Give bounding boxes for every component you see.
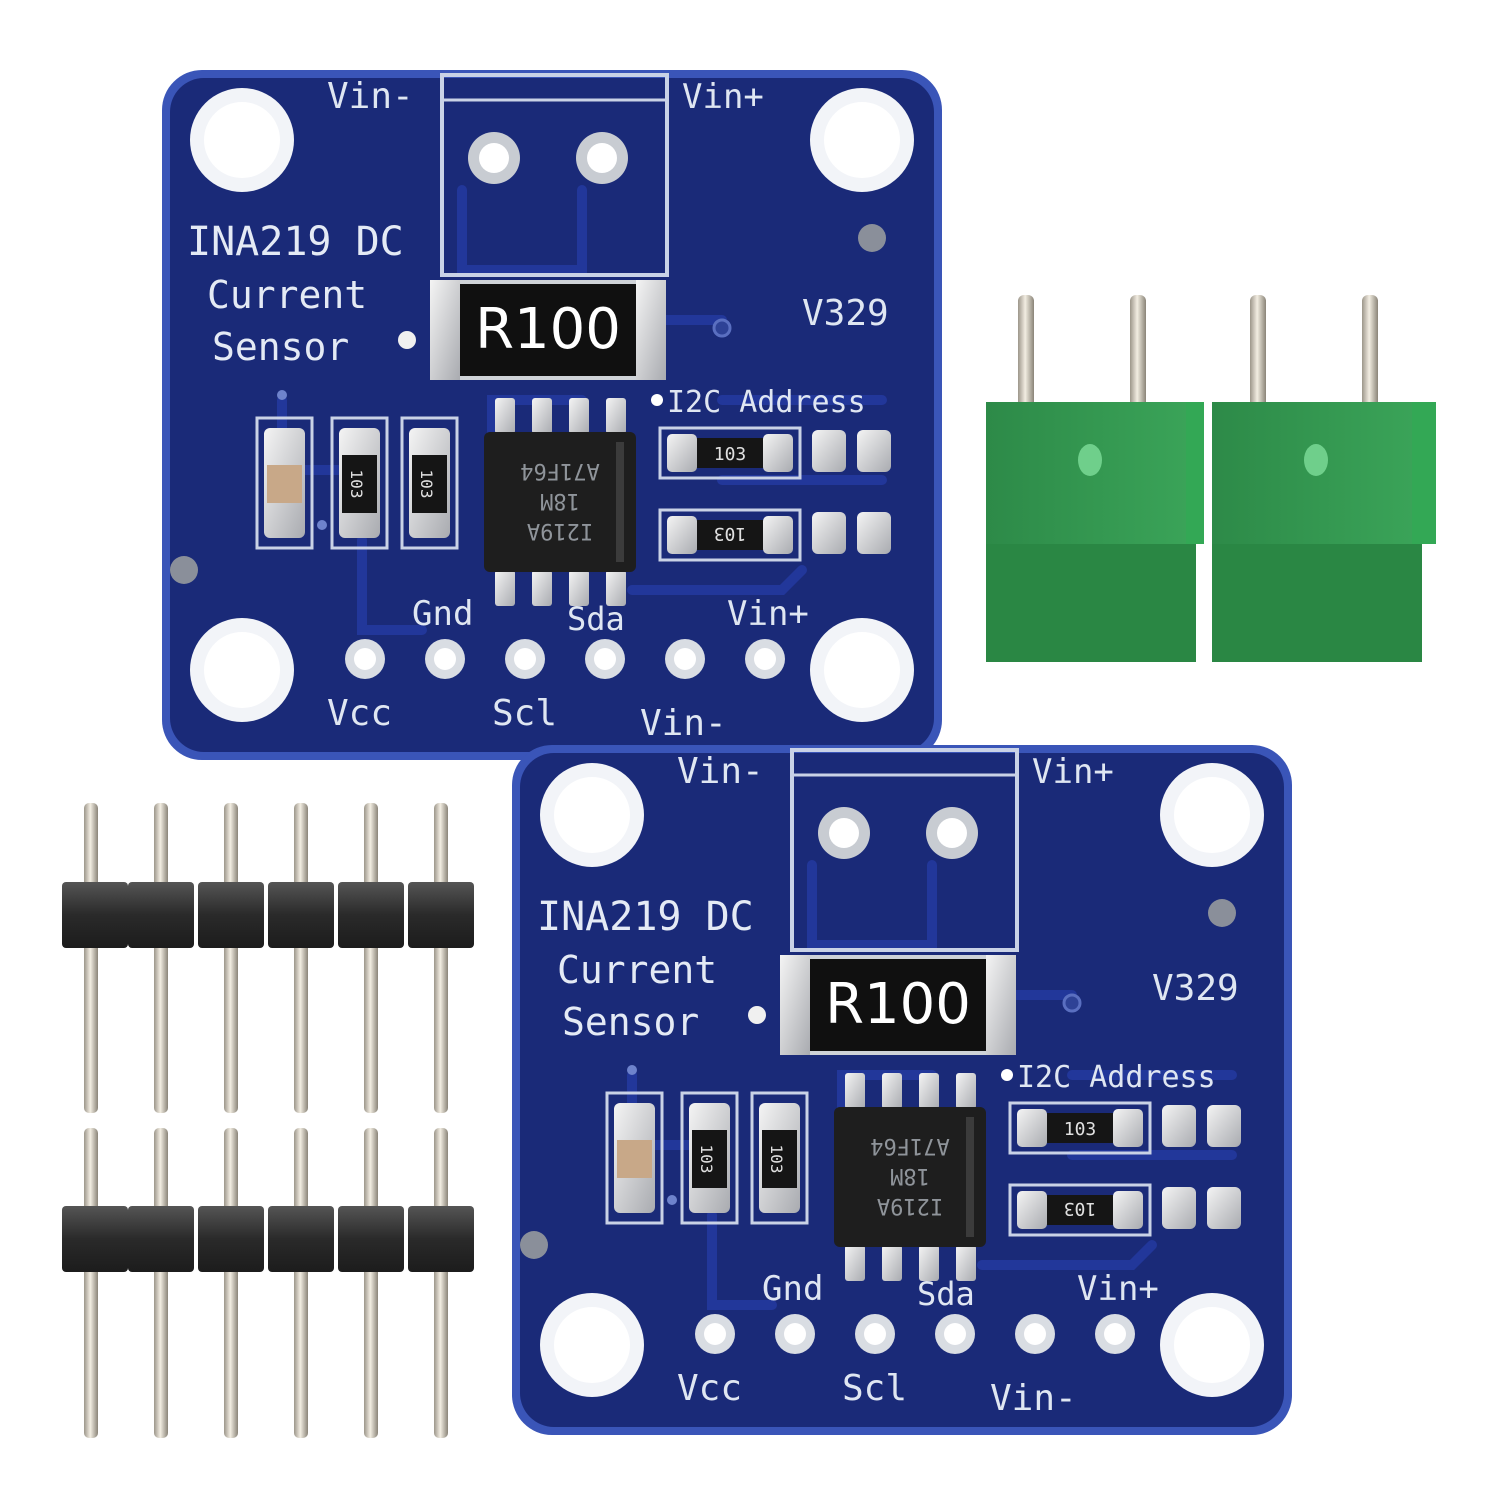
- terminal-block-2: [1212, 295, 1436, 662]
- ina219-board-1: Vin- Vin+ INA219 DC Current Sensor V329 …: [162, 70, 942, 760]
- terminal-block-1: [986, 295, 1204, 662]
- resistor-code-4: 103: [714, 523, 747, 544]
- pin-label-gnd: Gnd: [762, 1269, 823, 1309]
- vin-minus-top-label: Vin-: [677, 751, 764, 792]
- i2c-address-label: I2C Address: [1017, 1060, 1216, 1095]
- pin-label-scl: Scl: [492, 693, 557, 734]
- pin-label-vin-minus: Vin-: [990, 1378, 1077, 1419]
- pin-label-vin-plus: Vin+: [1077, 1269, 1159, 1309]
- resistor-code-1: 103: [347, 470, 366, 499]
- board-title-line3: Sensor: [212, 325, 349, 369]
- ic-marking-1: I219A: [527, 518, 593, 543]
- board-title-line1: INA219 DC: [187, 219, 404, 265]
- resistor-code-2: 103: [767, 1145, 786, 1174]
- resistor-code-3: 103: [1064, 1119, 1097, 1140]
- pin-label-scl: Scl: [842, 1368, 907, 1409]
- pin-label-vcc: Vcc: [677, 1368, 742, 1409]
- i2c-address-label: I2C Address: [667, 385, 866, 420]
- resistor-code-4: 103: [1064, 1198, 1097, 1219]
- board-title-line2: Current: [207, 273, 367, 317]
- ic-marking-2: 18M: [890, 1163, 930, 1188]
- vin-minus-top-label: Vin-: [327, 76, 414, 117]
- ic-marking-1: I219A: [877, 1193, 943, 1218]
- resistor-code-2: 103: [417, 470, 436, 499]
- pin-label-vin-plus: Vin+: [727, 594, 809, 634]
- ic-marking-3: A71F64: [520, 458, 599, 483]
- pin-label-vin-minus: Vin-: [640, 703, 727, 744]
- ina219-board-2: Vin- Vin+ INA219 DC Current Sensor V329 …: [512, 745, 1292, 1435]
- pin-label-gnd: Gnd: [412, 594, 473, 634]
- board-title-line1: INA219 DC: [537, 894, 754, 940]
- board-title-line3: Sensor: [562, 1000, 699, 1044]
- pin-label-vcc: Vcc: [327, 693, 392, 734]
- vin-plus-top-label: Vin+: [682, 77, 764, 117]
- ic-marking-2: 18M: [540, 488, 580, 513]
- board-title-line2: Current: [557, 948, 717, 992]
- resistor-code-1: 103: [697, 1145, 716, 1174]
- ic-marking-3: A71F64: [870, 1133, 949, 1158]
- resistor-code-3: 103: [714, 444, 747, 465]
- vin-plus-top-label: Vin+: [1032, 752, 1114, 792]
- pin-label-sda: Sda: [917, 1275, 975, 1313]
- shunt-resistor-label: R100: [475, 297, 621, 362]
- pin-label-sda: Sda: [567, 600, 625, 638]
- version-label: V329: [802, 293, 889, 334]
- shunt-resistor-label: R100: [825, 972, 971, 1037]
- version-label: V329: [1152, 968, 1239, 1009]
- pin-header-1: [62, 803, 474, 1113]
- pin-header-2: [62, 1128, 474, 1438]
